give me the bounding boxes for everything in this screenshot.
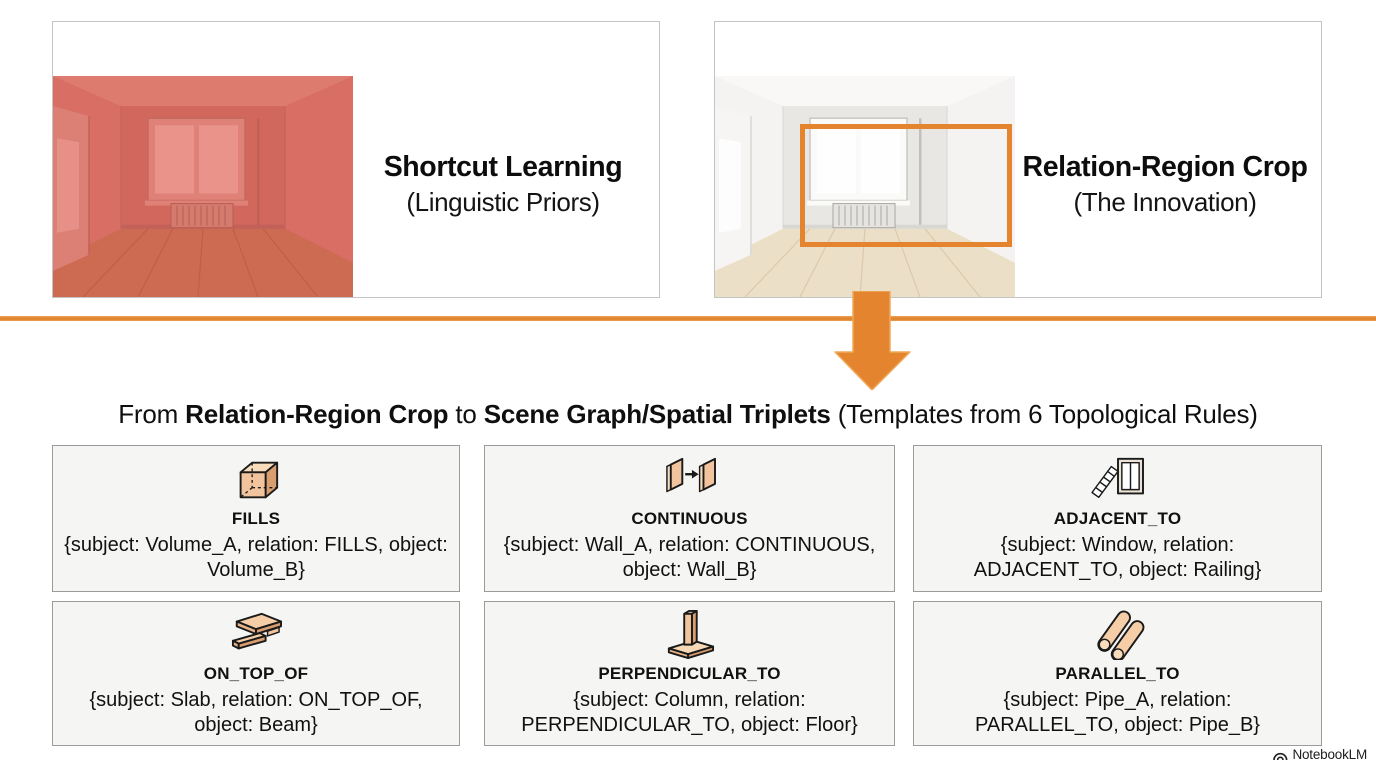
panel-caption: Relation-Region Crop (The Innovation) — [1015, 72, 1315, 297]
relation-region-crop-panel: Relation-Region Crop (The Innovation) — [714, 21, 1322, 298]
room-photo-red-overlay — [53, 76, 353, 297]
panel-subtitle: (The Innovation) — [1073, 187, 1257, 217]
relation-region-crop-rectangle — [800, 124, 1012, 247]
rule-box-perpendicular-to: PERPENDICULAR_TO {subject: Column, relat… — [484, 601, 895, 746]
notebooklm-logo-icon — [1273, 752, 1288, 761]
heading-bold: Relation-Region Crop — [185, 399, 449, 429]
rule-box-fills: FILLS {subject: Volume_A, relation: FILL… — [52, 445, 460, 592]
room-illustration — [715, 76, 1015, 297]
fills-cube-icon — [239, 461, 279, 499]
orange-divider-line — [0, 316, 1376, 321]
watermark-label: NotebookLM — [1292, 747, 1367, 762]
continuous-walls-icon — [665, 457, 716, 493]
heading-part: to — [455, 399, 477, 429]
rule-triplet: {subject: Column, relation: PERPENDICULA… — [521, 689, 858, 736]
room-photo — [715, 76, 1015, 297]
panel-caption: Shortcut Learning (Linguistic Priors) — [353, 72, 653, 297]
rule-triplet: {subject: Wall_A, relation: CONTINUOUS, … — [503, 534, 876, 581]
rule-name: ADJACENT_TO — [1053, 509, 1182, 529]
rule-name: PARALLEL_TO — [1055, 664, 1180, 684]
window-railing-icon — [1090, 457, 1144, 499]
heading-bold: Scene Graph/Spatial Triplets — [483, 399, 831, 429]
heading-part: From — [118, 399, 179, 429]
rule-name: CONTINUOUS — [631, 509, 748, 529]
heading-part: (Templates from 6 Topological Rules) — [837, 399, 1258, 429]
column-on-floor-icon — [667, 610, 714, 660]
down-arrow-icon — [834, 291, 911, 390]
rule-box-on-top-of: ON_TOP_OF {subject: Slab, relation: ON_T… — [52, 601, 460, 746]
rule-box-continuous: CONTINUOUS {subject: Wall_A, relation: C… — [484, 445, 895, 592]
slab-on-beam-icon — [231, 612, 282, 650]
section-heading: From Relation-Region Crop to Scene Graph… — [0, 399, 1376, 430]
rule-triplet: {subject: Slab, relation: ON_TOP_OF, obj… — [89, 689, 423, 736]
panel-subtitle: (Linguistic Priors) — [406, 187, 600, 217]
rule-box-parallel-to: PARALLEL_TO {subject: Pipe_A, relation: … — [913, 601, 1322, 746]
rule-name: PERPENDICULAR_TO — [598, 664, 781, 684]
rule-name: FILLS — [231, 509, 281, 529]
panel-title: Relation-Region Crop — [1022, 151, 1308, 183]
rule-name: ON_TOP_OF — [203, 664, 309, 684]
notebooklm-watermark: NotebookLM — [1272, 747, 1367, 762]
parallel-pipes-icon — [1096, 610, 1144, 661]
room-illustration — [53, 76, 353, 297]
rule-triplet: {subject: Volume_A, relation: FILLS, obj… — [64, 534, 448, 581]
rule-triplet: {subject: Pipe_A, relation: PARALLEL_TO,… — [975, 689, 1260, 736]
panel-title: Shortcut Learning — [383, 151, 623, 183]
rule-box-adjacent-to: ADJACENT_TO {subject: Window, relation: … — [913, 445, 1322, 592]
rule-triplet: {subject: Window, relation: ADJACENT_TO,… — [973, 534, 1262, 581]
shortcut-learning-panel: Shortcut Learning (Linguistic Priors) — [52, 21, 660, 298]
